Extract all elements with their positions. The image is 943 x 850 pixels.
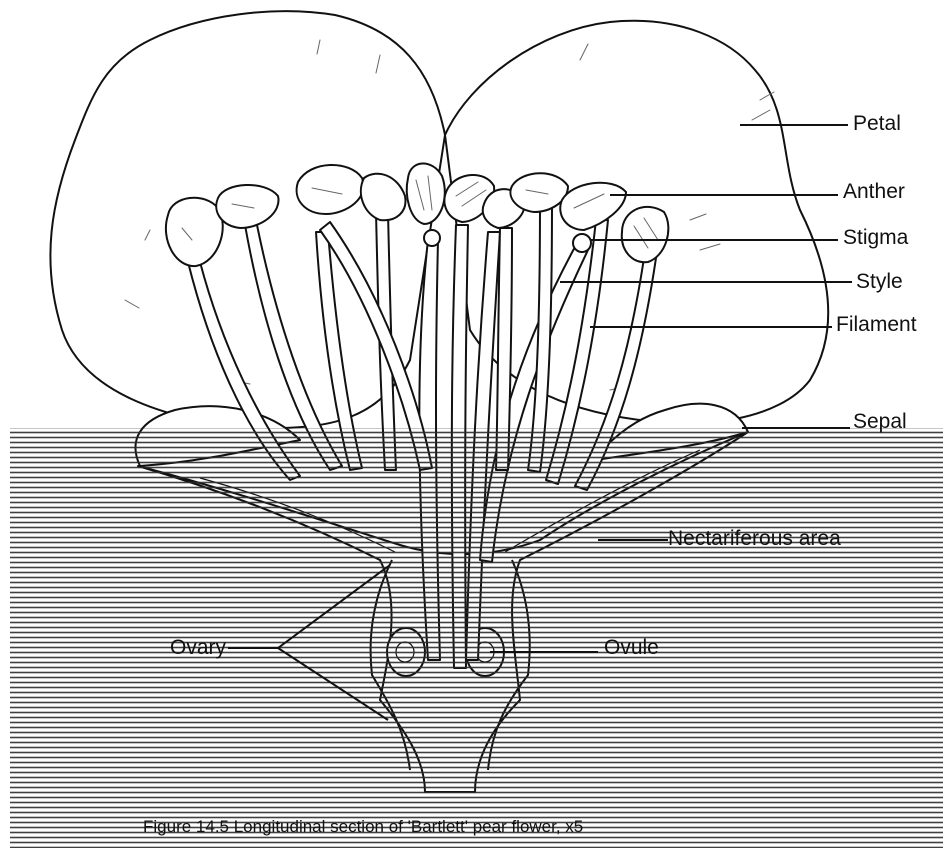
label-petal: Petal bbox=[853, 112, 901, 135]
stigma-center bbox=[424, 230, 440, 246]
label-sepal: Sepal bbox=[853, 410, 907, 433]
stigma-right bbox=[573, 234, 591, 252]
label-ovary: Ovary bbox=[170, 636, 227, 659]
label-stigma: Stigma bbox=[843, 226, 909, 249]
label-anther: Anther bbox=[843, 180, 905, 203]
label-filament: Filament bbox=[836, 313, 917, 336]
label-ovule: Ovule bbox=[604, 636, 659, 659]
label-style: Style bbox=[856, 270, 903, 293]
scan-hatching bbox=[10, 428, 943, 848]
figure-caption: Figure 14.5 Longitudinal section of 'Bar… bbox=[143, 817, 583, 836]
label-nectariferous-area: Nectariferous area bbox=[668, 527, 841, 550]
anther-5 bbox=[407, 163, 445, 224]
